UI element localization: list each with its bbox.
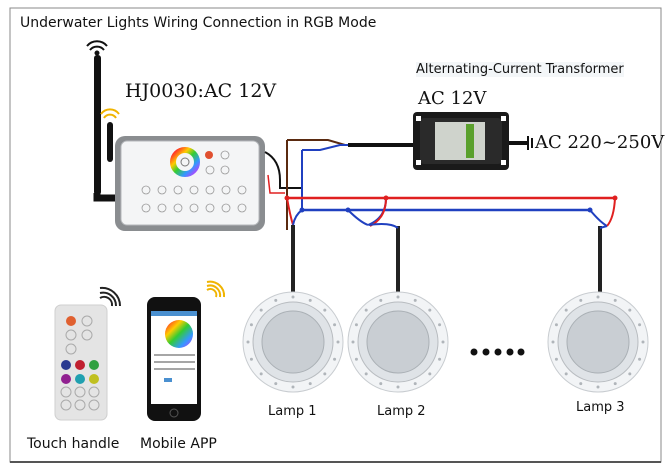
transformer (413, 112, 509, 170)
lamp-1 (242, 291, 344, 393)
remote-control (54, 304, 108, 421)
plug-icon (527, 136, 533, 150)
wifi-icon (86, 40, 108, 56)
wifi-icon (99, 286, 122, 307)
wifi-icon (206, 280, 226, 298)
lamp-2-label: Lamp 2 (377, 404, 426, 419)
mobile-phone (147, 297, 201, 421)
ellipsis (470, 348, 525, 356)
remote-label: Touch handle (27, 436, 120, 452)
transformer-title: Alternating-Current Transformer (416, 62, 624, 77)
controller-box (115, 136, 265, 231)
lamp-2 (347, 291, 449, 393)
lamp-cable (369, 225, 398, 300)
lamp-3 (547, 291, 649, 393)
controller-label: HJ0030:AC 12V (125, 80, 277, 102)
transformer-output: AC 12V (418, 88, 487, 109)
diagram-title: Underwater Lights Wiring Connection in R… (20, 15, 377, 31)
wifi-icon (100, 108, 120, 119)
phone-label: Mobile APP (140, 436, 217, 452)
transformer-input: AC 220~250V (535, 132, 665, 153)
lamp-3-label: Lamp 3 (576, 400, 625, 415)
antenna (93, 55, 116, 202)
lamp-1-label: Lamp 1 (268, 404, 317, 419)
